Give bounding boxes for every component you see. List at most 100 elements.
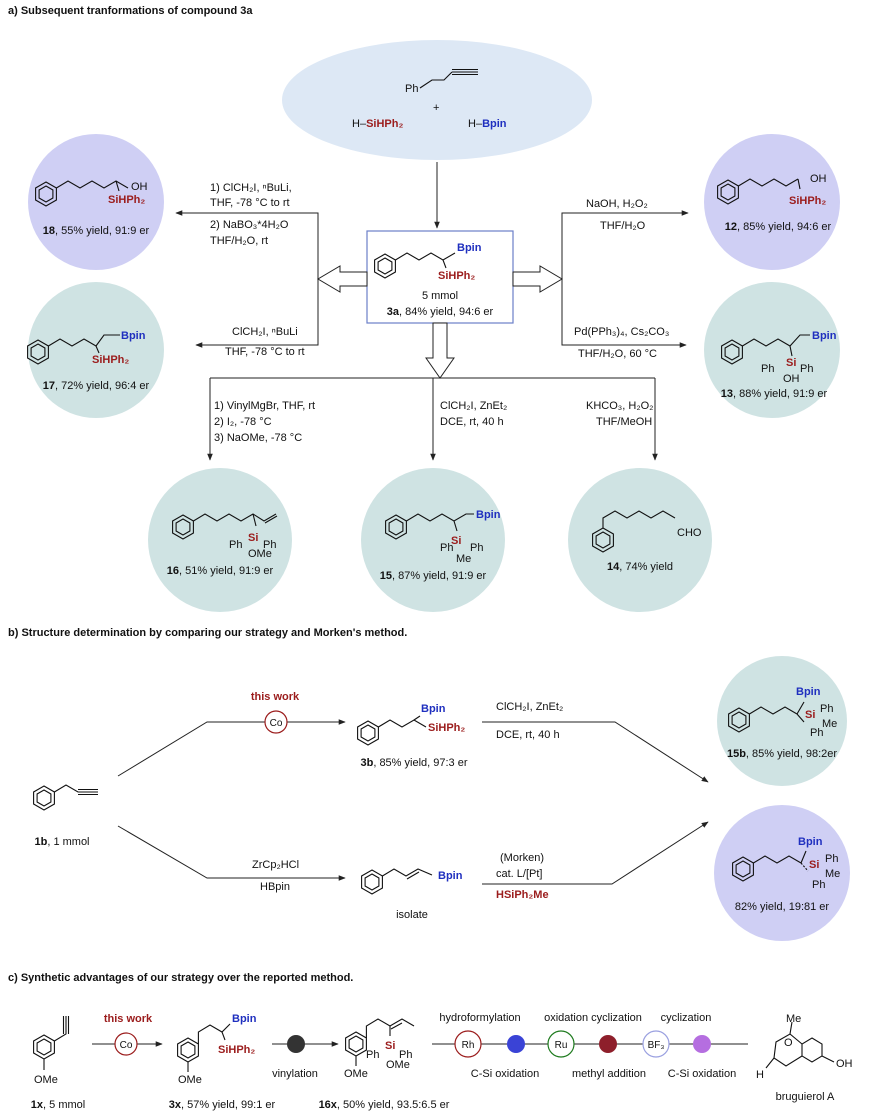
conditions-to-13: Pd(PPh₃)₄, Cs₂CO₃ THF/H₂O, 60 °C bbox=[574, 326, 669, 360]
svg-text:Si: Si bbox=[385, 1040, 395, 1052]
svg-text:16, 51% yield, 91:9 er: 16, 51% yield, 91:9 er bbox=[167, 565, 274, 577]
svg-text:hydroformylation: hydroformylation bbox=[439, 1012, 520, 1024]
svg-text:Si: Si bbox=[248, 532, 258, 544]
hollow-arrow-right bbox=[512, 265, 563, 293]
svg-text:methyl addition: methyl addition bbox=[572, 1068, 646, 1080]
svg-text:THF/H₂O, rt: THF/H₂O, rt bbox=[210, 235, 268, 247]
svg-text:Si: Si bbox=[786, 357, 796, 369]
svg-text:Bpin: Bpin bbox=[121, 330, 146, 342]
label-3a: 3a, 84% yield, 94:6 er bbox=[387, 306, 494, 318]
svg-text:Me: Me bbox=[825, 868, 840, 880]
svg-text:ZrCp₂HCl: ZrCp₂HCl bbox=[252, 859, 299, 871]
conditions-to-15: ClCH₂I, ZnEt₂ DCE, rt, 40 h bbox=[440, 400, 507, 428]
si-3a: SiHPh₂ bbox=[438, 270, 475, 282]
svg-text:Ph: Ph bbox=[263, 539, 276, 551]
conditions-zr: ZrCp₂HCl HBpin bbox=[252, 859, 299, 893]
bf3-catalyst bbox=[642, 1030, 670, 1058]
reactants-ellipse bbox=[282, 40, 592, 160]
section-c-title: c) Synthetic advantages of our strategy … bbox=[8, 972, 353, 984]
svg-text:1b, 1 mmol: 1b, 1 mmol bbox=[34, 836, 89, 848]
ball-blue bbox=[507, 1035, 525, 1053]
bpin-3a: Bpin bbox=[457, 242, 482, 254]
product-16: Si Ph Ph OMe 16, 51% yield, 91:9 er bbox=[167, 513, 278, 577]
product-13: Bpin Si Ph Ph OH 13, 88% yield, 91:9 er bbox=[721, 330, 837, 400]
svg-text:OMe: OMe bbox=[34, 1074, 58, 1086]
arrow-to-18 bbox=[175, 210, 319, 279]
ball-maroon bbox=[599, 1035, 617, 1053]
svg-text:Ph: Ph bbox=[820, 703, 833, 715]
conditions-to-12: NaOH, H₂O₂ THF/H₂O bbox=[586, 198, 648, 232]
svg-text:Bpin: Bpin bbox=[798, 836, 823, 848]
conditions-to-18: 1) ClCH₂I, ⁿBuLi, THF, -78 °C to rt 2) N… bbox=[210, 182, 292, 247]
scale-3a: 5 mmol bbox=[422, 290, 458, 302]
product-14-circle bbox=[568, 468, 712, 612]
svg-text:OMe: OMe bbox=[344, 1068, 368, 1080]
svg-text:cat. L/[Pt]: cat. L/[Pt] bbox=[496, 868, 542, 880]
svg-text:THF/H₂O: THF/H₂O bbox=[600, 220, 646, 232]
product-12-circle bbox=[704, 134, 840, 270]
svg-text:cyclization: cyclization bbox=[661, 1012, 712, 1024]
product-17: Bpin SiHPh₂ 17, 72% yield, 96:4 er bbox=[27, 330, 150, 392]
svg-text:OH: OH bbox=[810, 173, 827, 185]
svg-text:1) VinylMgBr, THF, rt: 1) VinylMgBr, THF, rt bbox=[214, 400, 315, 412]
ball-vinylation bbox=[287, 1035, 305, 1053]
co-label-b: Co bbox=[270, 718, 283, 729]
plus-sign: + bbox=[433, 102, 439, 114]
svg-text:SiHPh₂: SiHPh₂ bbox=[428, 722, 465, 734]
svg-text:Bpin: Bpin bbox=[421, 703, 446, 715]
svg-text:SiHPh₂: SiHPh₂ bbox=[218, 1044, 255, 1056]
svg-text:15, 87% yield, 91:9 er: 15, 87% yield, 91:9 er bbox=[380, 570, 487, 582]
svg-text:Ph: Ph bbox=[810, 727, 823, 739]
product-15: Bpin Si Ph Ph Me 15, 87% yield, 91:9 er bbox=[380, 509, 501, 582]
step-labels-bottom: C-Si oxidation methyl addition C-Si oxid… bbox=[471, 1068, 736, 1080]
svg-text:HBpin: HBpin bbox=[260, 881, 290, 893]
svg-text:Ph: Ph bbox=[812, 879, 825, 891]
svg-text:HSiPh₂Me: HSiPh₂Me bbox=[496, 889, 549, 901]
svg-text:82% yield, 19:81 er: 82% yield, 19:81 er bbox=[735, 901, 830, 913]
svg-text:(Morken): (Morken) bbox=[500, 852, 544, 864]
compound-morken: Bpin Si Ph Me Ph 82% yield, 19:81 er bbox=[732, 836, 840, 913]
svg-text:ClCH₂I, ⁿBuLi: ClCH₂I, ⁿBuLi bbox=[232, 326, 298, 338]
svg-text:18, 55% yield, 91:9 er: 18, 55% yield, 91:9 er bbox=[43, 225, 150, 237]
phenyl-label: Ph bbox=[405, 83, 418, 95]
svg-text:O: O bbox=[784, 1037, 793, 1049]
arrow-to-13 bbox=[561, 279, 687, 348]
co-catalyst-c bbox=[114, 1032, 138, 1056]
silane-label: H–SiHPh₂ bbox=[352, 118, 403, 130]
svg-text:Ph: Ph bbox=[800, 363, 813, 375]
svg-text:Bpin: Bpin bbox=[796, 686, 821, 698]
svg-text:SiHPh₂: SiHPh₂ bbox=[108, 194, 145, 206]
bf3-label: BF₃ bbox=[648, 1040, 665, 1051]
svg-text:DCE, rt, 40 h: DCE, rt, 40 h bbox=[440, 416, 504, 428]
svg-text:CHO: CHO bbox=[677, 527, 702, 539]
arrow-to-17 bbox=[195, 279, 319, 348]
arrow-to-12 bbox=[561, 210, 689, 279]
compound-3x: Bpin SiHPh₂ OMe 3x, 57% yield, 99:1 er bbox=[169, 1013, 276, 1111]
product-13-circle bbox=[704, 282, 840, 418]
compound-15b: Bpin Si Ph Me Ph 15b, 85% yield, 98:2er bbox=[727, 686, 837, 760]
svg-text:oxidation cyclization: oxidation cyclization bbox=[544, 1012, 642, 1024]
section-b-title: b) Structure determination by comparing … bbox=[8, 627, 407, 639]
isolate-label: isolate bbox=[396, 909, 428, 921]
compound-1b: 1b, 1 mmol bbox=[33, 784, 98, 848]
conditions-to-16: 1) VinylMgBr, THF, rt 2) I₂, -78 °C 3) N… bbox=[214, 400, 315, 444]
compound-3a-box bbox=[366, 230, 514, 324]
svg-text:DCE, rt, 40 h: DCE, rt, 40 h bbox=[496, 729, 560, 741]
ru-label: Ru bbox=[555, 1040, 568, 1051]
conditions-to-14: KHCO₃, H₂O₂ THF/MeOH bbox=[586, 400, 653, 428]
svg-text:Pd(PPh₃)₄, Cs₂CO₃: Pd(PPh₃)₄, Cs₂CO₃ bbox=[574, 326, 669, 338]
product-morken-circle bbox=[714, 805, 850, 941]
product-18: OH SiHPh₂ 18, 55% yield, 91:9 er bbox=[35, 180, 150, 237]
svg-text:NaOH, H₂O₂: NaOH, H₂O₂ bbox=[586, 198, 648, 210]
product-16-circle bbox=[148, 468, 292, 612]
svg-text:13, 88% yield, 91:9 er: 13, 88% yield, 91:9 er bbox=[721, 388, 828, 400]
svg-text:Ph: Ph bbox=[229, 539, 242, 551]
svg-text:THF, -78 °C to rt: THF, -78 °C to rt bbox=[225, 346, 305, 358]
svg-text:SiHPh₂: SiHPh₂ bbox=[789, 195, 826, 207]
co-catalyst-b bbox=[264, 710, 288, 734]
svg-text:ClCH₂I, ZnEt₂: ClCH₂I, ZnEt₂ bbox=[440, 400, 507, 412]
product-15-circle bbox=[361, 468, 505, 612]
svg-text:3) NaOMe, -78 °C: 3) NaOMe, -78 °C bbox=[214, 432, 302, 444]
product-15b-circle bbox=[717, 656, 847, 786]
